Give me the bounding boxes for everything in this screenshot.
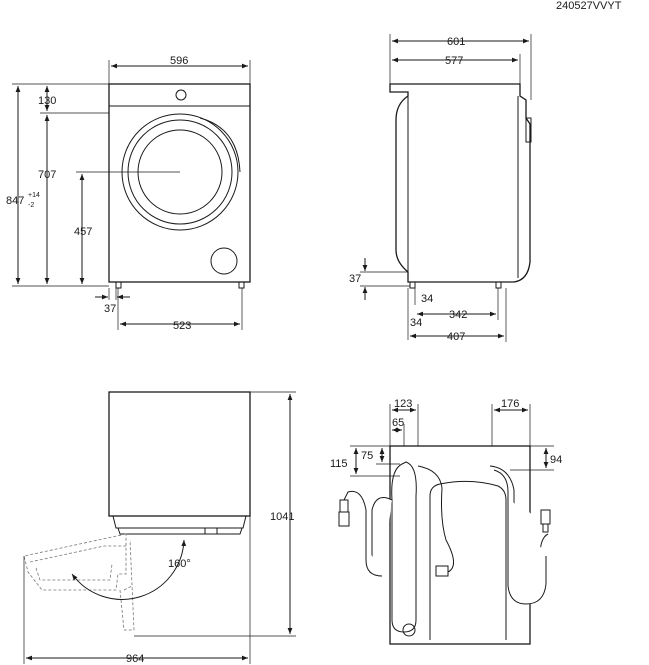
side-foot-front	[495, 281, 502, 289]
rear-panel-recess	[429, 480, 507, 640]
top-panel-label: 130	[38, 95, 56, 107]
inlet-offset-label: 123	[394, 398, 412, 410]
drain-offset-label: 176	[501, 398, 519, 410]
width-open-label: 964	[126, 653, 144, 665]
side-foot-height-label: 37	[349, 273, 361, 285]
side-foot-spacing-label: 342	[449, 309, 467, 321]
front-foot-left	[115, 281, 122, 289]
side-foot-depth-label: 407	[447, 331, 465, 343]
total-height-tol-minus: -2	[28, 202, 34, 209]
door-center-height-label: 707	[38, 169, 56, 181]
drain-connector	[540, 509, 551, 525]
program-knob	[175, 89, 187, 101]
side-view: 601 577 37 34 342 34 407	[349, 34, 532, 343]
open-door-dashed	[23, 533, 127, 591]
top-door-outline	[117, 527, 243, 535]
front-foot-right	[238, 281, 245, 289]
front-width-label: 596	[170, 55, 188, 67]
filter-cover	[210, 247, 238, 275]
front-foot-offset-label: 37	[104, 303, 116, 315]
front-cabinet	[108, 83, 251, 283]
side-door-handle	[525, 117, 532, 143]
foot-inset-b-label: 34	[410, 317, 422, 329]
power-plug	[435, 565, 449, 577]
inlet-hose	[391, 461, 417, 633]
door-angle-label: 160°	[168, 558, 191, 570]
total-depth-label: 601	[447, 36, 465, 48]
foot-inset-a-label: 34	[421, 293, 433, 305]
top-view: 160° 1041 964	[23, 391, 296, 665]
cable-offset-label: 65	[392, 417, 404, 429]
cable-height-label: 75	[361, 450, 373, 462]
side-foot-back	[409, 281, 416, 289]
body-depth-label: 577	[445, 55, 463, 67]
depth-open-label: 1041	[270, 511, 294, 523]
total-height-tol-plus: +14	[28, 192, 40, 199]
door-swing-arc	[71, 539, 187, 600]
front-foot-spacing-label: 523	[173, 320, 191, 332]
door-bottom-height-label: 457	[74, 226, 92, 238]
total-height-label: 847	[6, 195, 24, 207]
front-view: 596 130 707 457 847 +14 -2 37 523	[6, 55, 251, 332]
top-cabinet	[108, 391, 251, 517]
drawing-code: 240527VVYT	[556, 0, 622, 12]
power-cable	[417, 465, 454, 573]
side-cabinet	[389, 83, 531, 283]
drain-height-label: 94	[550, 454, 562, 466]
rear-view: 123 65 176 115 75 94	[330, 398, 562, 645]
inlet-height-label: 115	[330, 458, 348, 470]
